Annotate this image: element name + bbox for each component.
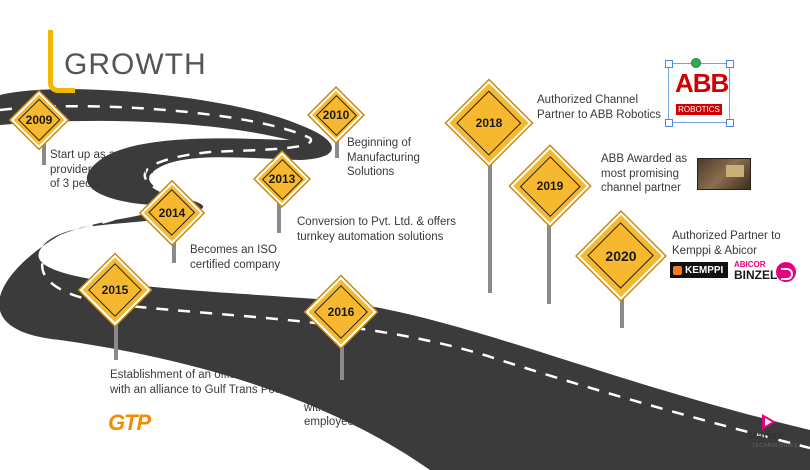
rotate-handle-icon[interactable] [691,58,701,68]
sign-post [547,222,551,304]
milestone-text-2009: Start up as a service provider with a te… [50,149,155,190]
road [0,89,810,470]
milestone-year: 2018 [475,116,503,130]
milestone-text-2014: Becomes an ISO certified company [190,244,281,271]
milestone-year: 2010 [322,108,350,122]
resize-handle-icon[interactable] [665,119,673,127]
milestone-text-2015: Establishment of an office in KSA with a… [110,369,294,396]
milestone-sign-2020: 2020 [577,212,665,300]
page-title: GROWTH [64,48,207,81]
abicor-label: ABICOR [734,260,766,269]
milestone-text-2019: ABB Awarded as most promising channel pa… [601,153,688,194]
sign-post [620,288,624,328]
resize-handle-icon[interactable] [726,119,734,127]
award-plaque [726,165,744,177]
sign-post [340,340,344,380]
milestone-text-2018: Authorized Channel Partner to ABB Roboti… [537,94,662,121]
madox-tagline: TECHNOLOGIES [752,443,798,449]
title-bracket [48,30,75,93]
milestone-sign-2013: 2013 [255,152,309,206]
milestone-text-2013: Conversion to Pvt. Ltd. & offers turnkey… [297,216,456,243]
sign-post [42,125,46,165]
sign-post [114,315,118,360]
abb-award-image [697,158,751,190]
milestone-year: 2016 [327,305,355,319]
milestone-sign-2010: 2010 [309,88,363,142]
binzel-label: BINZEL [734,268,778,282]
milestone-year: 2014 [158,206,186,220]
kemppi-mark-icon [673,265,682,275]
gtp-logo: GTP [108,410,151,435]
milestone-sign-2014: 2014 [140,181,204,245]
milestone-sign-2016: 2016 [305,276,377,348]
milestone-year: 2013 [268,172,296,186]
milestone-sign-2009: 2009 [10,91,68,149]
sign-post [172,225,176,263]
kemppi-logo: KEMPPI [670,262,728,278]
abb-wordmark: ABB [675,68,729,98]
milestone-year: 2020 [605,248,637,264]
abb-robotics-label: ROBOTICS [676,104,722,115]
milestone-sign-2019: 2019 [510,146,590,226]
milestone-text-2010: Beginning of Manufacturing Solutions [347,137,420,178]
kemppi-wordmark: KEMPPI [685,264,724,276]
milestone-text-2020: Authorized Partner to Kemppi & Abicor [672,230,781,257]
milestone-text-2016: Certified as ISO 9001-2015 with Team str… [304,387,444,428]
milestone-sign-2018: 2018 [446,80,532,166]
resize-handle-icon[interactable] [665,60,673,68]
abicor-binzel-logo: ABICOR BINZEL [734,260,796,284]
milestone-year: 2019 [536,179,564,193]
milestone-year: 2015 [101,283,129,297]
sign-post [488,158,492,293]
milestone-year: 2009 [25,113,53,127]
milestone-sign-2015: 2015 [79,254,151,326]
road-center-dashes [0,105,810,450]
madox-logo: MadoX [748,430,785,442]
resize-handle-icon[interactable] [726,60,734,68]
sign-post [277,185,281,233]
abb-robotics-logo[interactable]: ABB ROBOTICS [668,63,730,123]
binzel-mark-icon [776,262,796,282]
madox-play-icon [762,414,776,430]
